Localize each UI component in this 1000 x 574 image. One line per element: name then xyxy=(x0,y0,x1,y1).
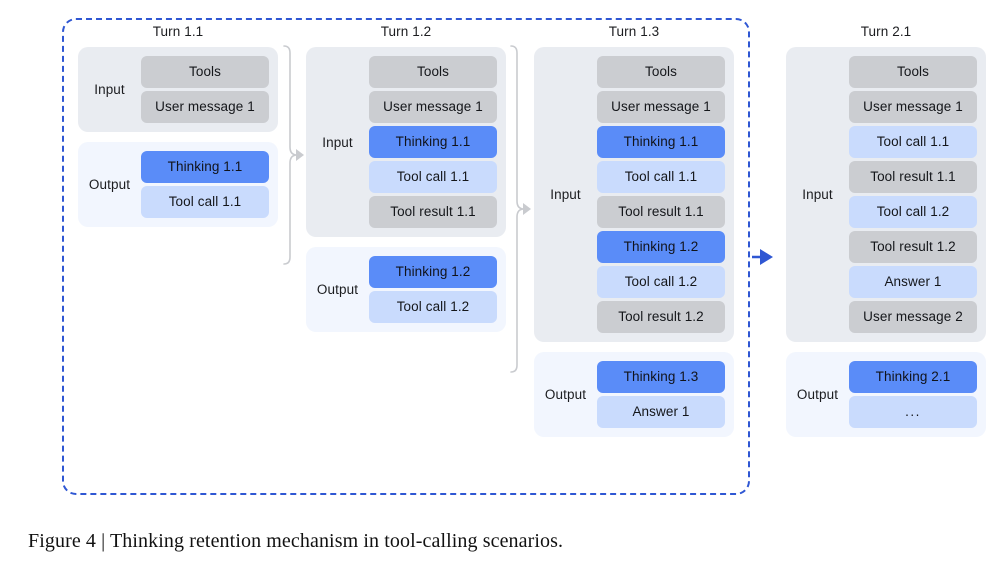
block-grey: Tool result 1.2 xyxy=(849,231,977,263)
output-label: Output xyxy=(316,282,359,297)
block-lightblue: Tool call 1.2 xyxy=(849,196,977,228)
connector-turn-1-1-to-1-2 xyxy=(281,44,311,266)
block-lightblue: Tool call 1.2 xyxy=(369,291,497,323)
block-think: Thinking 1.1 xyxy=(141,151,269,183)
block-lightblue: Answer 1 xyxy=(597,396,725,428)
block-grey: Tool result 1.1 xyxy=(597,196,725,228)
input-label: Input xyxy=(550,187,581,202)
connector-turn-1-2-to-1-3 xyxy=(508,44,538,374)
block-grey: Tool result 1.2 xyxy=(597,301,725,333)
output-group: Output Thinking 2.1... xyxy=(786,352,986,437)
block-grey: Tools xyxy=(849,56,977,88)
block-think: Thinking 1.2 xyxy=(369,256,497,288)
turn-1-group-frame xyxy=(62,18,750,495)
block-lightblue: ... xyxy=(849,396,977,428)
block-think: Thinking 1.1 xyxy=(597,126,725,158)
turn-title: Turn 1.3 xyxy=(608,24,660,39)
block-think: Thinking 1.1 xyxy=(369,126,497,158)
block-lightblue: Answer 1 xyxy=(849,266,977,298)
input-label: Input xyxy=(322,134,353,150)
block-think: Thinking 2.1 xyxy=(849,361,977,393)
output-label: Output xyxy=(796,387,839,402)
turn-title: Turn 1.1 xyxy=(152,24,204,39)
output-blocks: Thinking 2.1... xyxy=(849,361,977,428)
turn-title: Turn 1.2 xyxy=(380,24,432,39)
block-grey: Tool result 1.1 xyxy=(369,196,497,228)
input-label: Input xyxy=(802,187,833,202)
block-grey: Tools xyxy=(141,56,269,88)
connector-turn-1-3-to-2-1 xyxy=(752,246,780,268)
block-lightblue: Tool call 1.1 xyxy=(141,186,269,218)
block-grey: User message 1 xyxy=(597,91,725,123)
output-label: Output xyxy=(544,387,587,402)
block-lightblue: Tool call 1.1 xyxy=(369,161,497,193)
block-grey: Tool result 1.1 xyxy=(849,161,977,193)
block-grey: Tools xyxy=(597,56,725,88)
input-label: Input xyxy=(94,82,125,97)
turn-title: Turn 2.1 xyxy=(860,24,912,39)
block-think: Thinking 1.3 xyxy=(597,361,725,393)
output-label: Output xyxy=(88,177,131,192)
block-grey: User message 2 xyxy=(849,301,977,333)
block-grey: User message 1 xyxy=(849,91,977,123)
block-lightblue: Tool call 1.2 xyxy=(597,266,725,298)
block-think: Thinking 1.2 xyxy=(597,231,725,263)
block-lightblue: Tool call 1.1 xyxy=(849,126,977,158)
figure-caption: Figure 4 | Thinking retention mechanism … xyxy=(28,530,564,552)
block-grey: User message 1 xyxy=(369,91,497,123)
block-grey: User message 1 xyxy=(141,91,269,123)
block-grey: Tools xyxy=(369,56,497,88)
block-lightblue: Tool call 1.1 xyxy=(597,161,725,193)
